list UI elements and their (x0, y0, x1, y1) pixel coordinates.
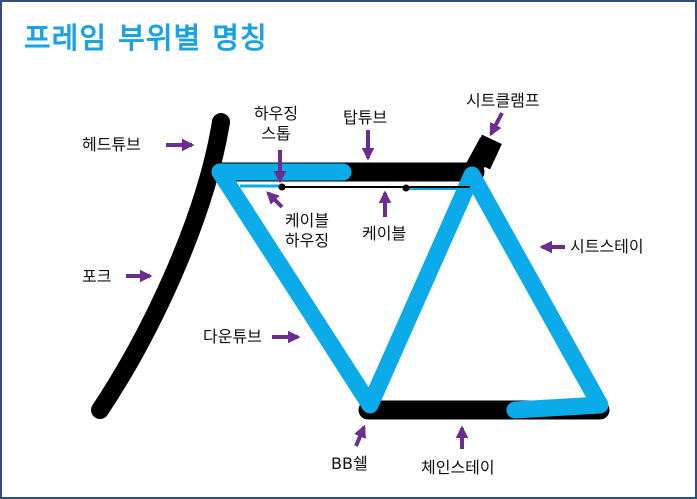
label-seat-clamp: 시트클램프 (466, 91, 540, 110)
arrow-cable-housing (266, 191, 284, 209)
label-cable-housing-line2: 하우징 (284, 231, 330, 250)
label-housing-stop: 하우징 스톱 (245, 104, 307, 144)
label-cable-housing-line1: 케이블 (284, 211, 330, 230)
label-housing-stop-line2: 스톱 (261, 124, 291, 143)
label-cable: 케이블 (362, 224, 407, 243)
cable-dot (402, 184, 410, 192)
arrow-seat-clamp (489, 112, 504, 137)
fork-shape (91, 113, 230, 419)
frame-blue-overlay (211, 163, 609, 419)
label-housing-stop-line1: 하우징 (253, 104, 299, 123)
seat-clamp-shape (470, 134, 502, 170)
label-top-tube: 탑튜브 (343, 108, 388, 127)
diagram-title: 프레임 부위별 명칭 (24, 21, 268, 55)
label-down-tube: 다운튜브 (203, 327, 262, 346)
label-chain-stay: 체인스테이 (421, 458, 495, 477)
label-seat-stay: 시트스테이 (570, 237, 644, 256)
label-bb-shell: BB쉘 (331, 454, 368, 473)
label-cable-housing: 케이블 하우징 (274, 211, 340, 251)
label-fork: 포크 (82, 267, 112, 286)
label-head-tube: 헤드튜브 (82, 135, 141, 154)
housing-stop-dot (278, 183, 286, 191)
arrow-bb-shell (354, 424, 366, 447)
